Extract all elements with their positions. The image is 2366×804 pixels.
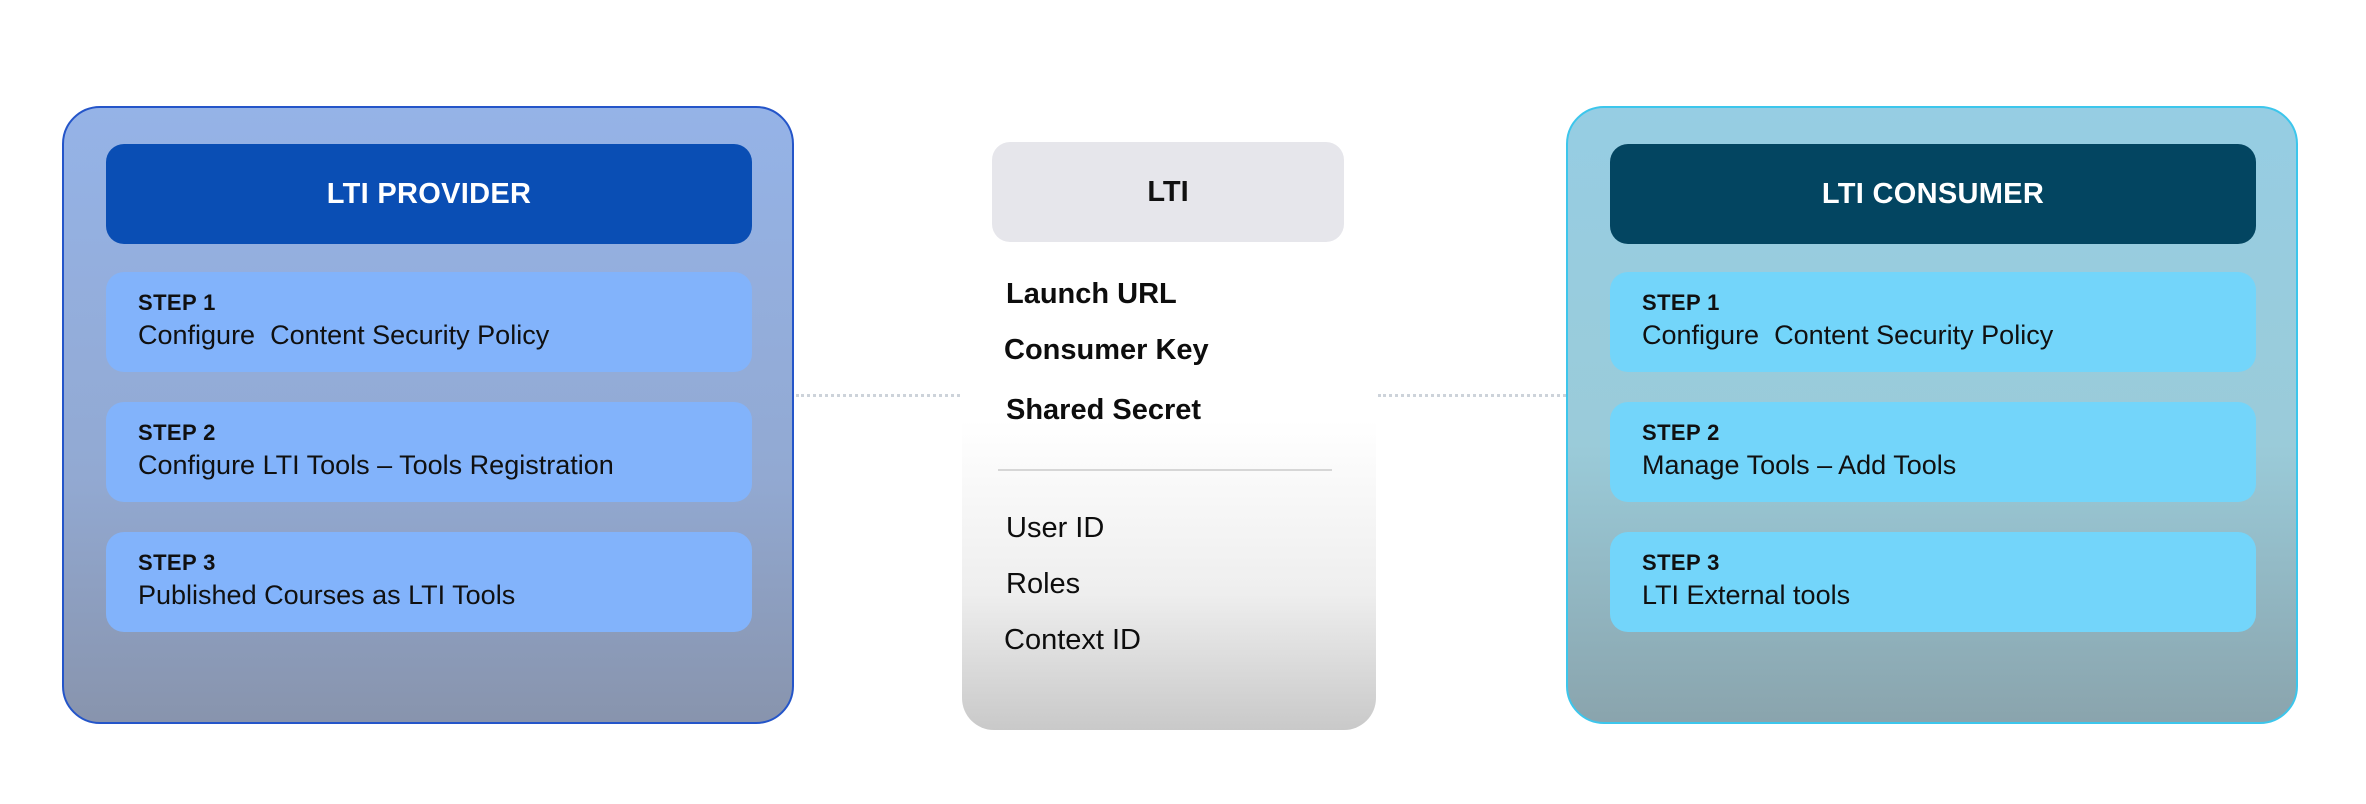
provider-step-1: STEP 1 Configure Content Security Policy — [106, 272, 752, 372]
provider-header: LTI PROVIDER — [106, 144, 752, 244]
consumer-step-2-text: Manage Tools – Add Tools — [1642, 450, 1957, 480]
lti-consumer-panel: LTI CONSUMER STEP 1 Configure Content Se… — [1566, 106, 2298, 724]
provider-step-2-text: Configure LTI Tools – Tools Registration — [138, 450, 614, 480]
lti-provider-panel: LTI PROVIDER STEP 1 Configure Content Se… — [62, 106, 794, 724]
consumer-step-2-label: STEP 2 — [1642, 420, 1720, 445]
provider-step-2: STEP 2 Configure LTI Tools – Tools Regis… — [106, 402, 752, 502]
param-user-id: User ID — [1006, 512, 1105, 544]
provider-step-3-label: STEP 3 — [138, 550, 216, 575]
consumer-step-3-text: LTI External tools — [1642, 580, 1851, 610]
consumer-header: LTI CONSUMER — [1610, 144, 2256, 244]
consumer-step-2: STEP 2 Manage Tools – Add Tools — [1610, 402, 2256, 502]
provider-step-3-text: Published Courses as LTI Tools — [138, 580, 516, 610]
consumer-step-1-text: Configure Content Security Policy — [1642, 320, 2054, 350]
param-launch-url: Launch URL — [1006, 278, 1177, 310]
lti-header: LTI — [992, 142, 1344, 242]
param-divider — [998, 469, 1332, 471]
lti-parameters-card: LTI Launch URL Consumer Key Shared Secre… — [962, 110, 1376, 730]
consumer-step-3: STEP 3 LTI External tools — [1610, 532, 2256, 632]
param-context-id: Context ID — [1004, 624, 1141, 656]
param-roles: Roles — [1006, 568, 1081, 600]
provider-connector-line — [796, 394, 960, 397]
consumer-step-1: STEP 1 Configure Content Security Policy — [1610, 272, 2256, 372]
consumer-connector-line — [1378, 394, 1566, 397]
provider-step-3: STEP 3 Published Courses as LTI Tools — [106, 532, 752, 632]
consumer-step-3-label: STEP 3 — [1642, 550, 1720, 575]
provider-step-1-text: Configure Content Security Policy — [138, 320, 550, 350]
param-shared-secret: Shared Secret — [1006, 394, 1202, 426]
provider-step-1-label: STEP 1 — [138, 290, 216, 315]
consumer-step-1-label: STEP 1 — [1642, 290, 1720, 315]
provider-step-2-label: STEP 2 — [138, 420, 216, 445]
param-consumer-key: Consumer Key — [1004, 334, 1209, 366]
